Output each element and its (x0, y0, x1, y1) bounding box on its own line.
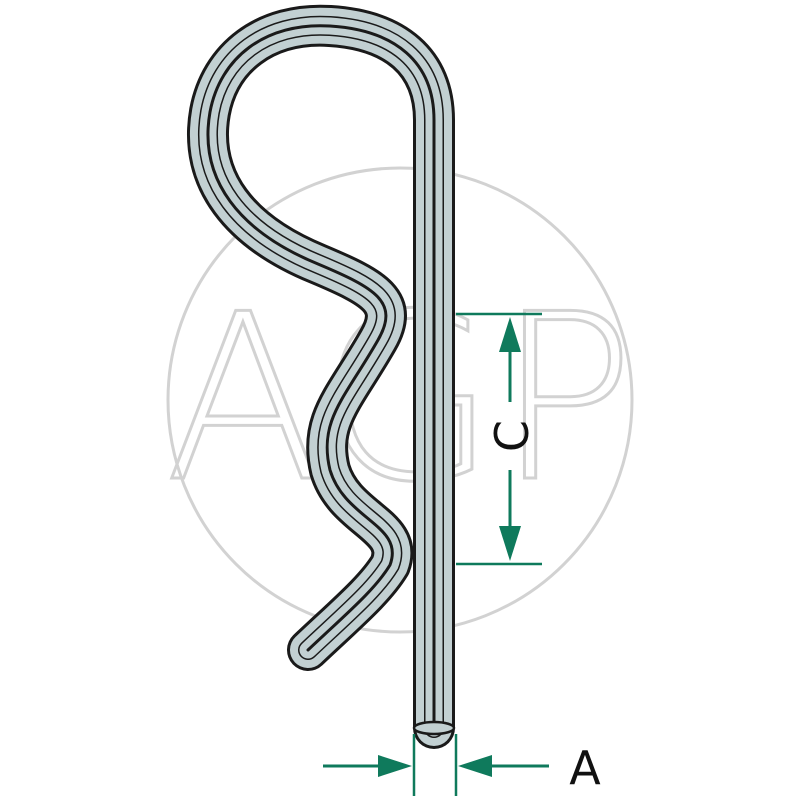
r-clip-pin (187, 4, 456, 749)
dim-a-label: A (569, 741, 601, 795)
pin-end-cap (412, 720, 456, 736)
pin-groove-center (206, 24, 436, 730)
dim-c-down-arrow (499, 526, 521, 561)
dimension-c (456, 312, 542, 566)
dim-a-right-pointing-arrow (378, 755, 412, 777)
dim-c-label: C (485, 420, 539, 452)
dim-c-up-arrow (499, 317, 521, 352)
dim-a-left-pointing-arrow (458, 755, 492, 777)
watermark-circle (166, 166, 634, 634)
dimension-a (323, 734, 549, 796)
